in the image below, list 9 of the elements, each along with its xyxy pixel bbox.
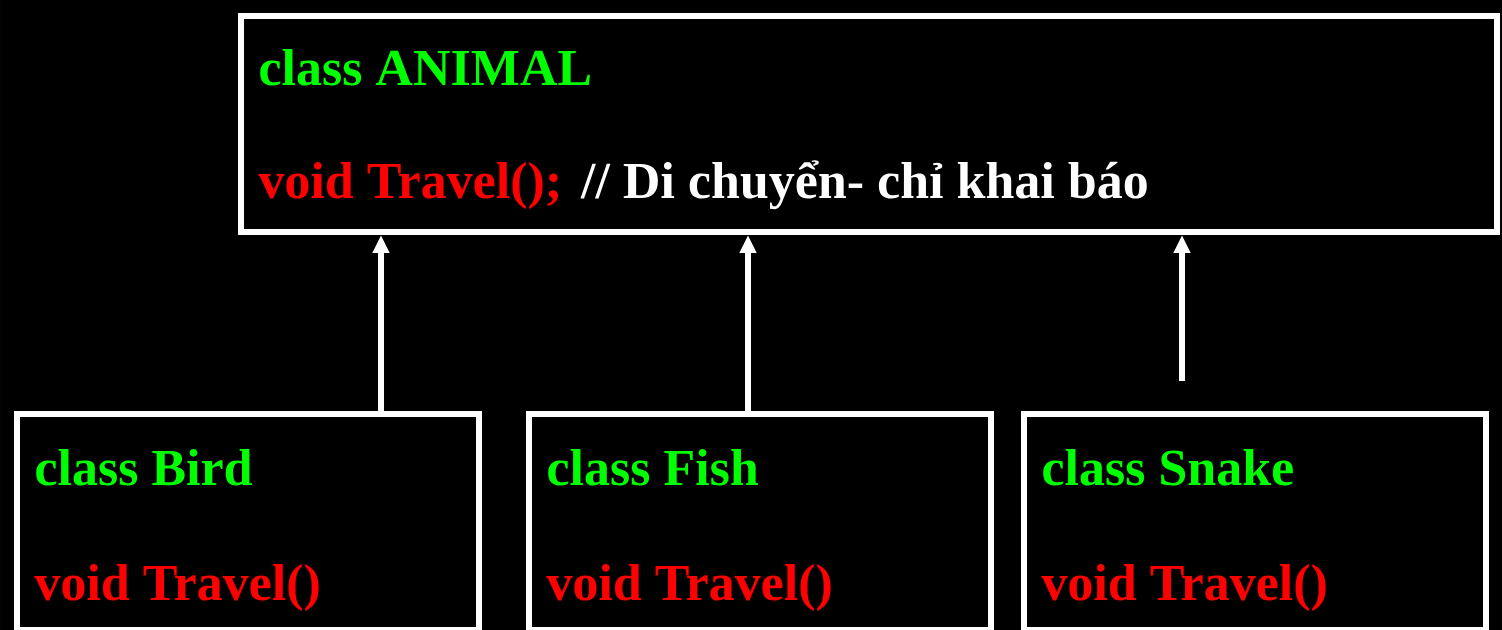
- code-comment: // Di chuyển- chỉ khai báo: [580, 160, 1147, 210]
- method-signature: void Travel(): [34, 563, 319, 612]
- class-name: class Fish: [548, 448, 758, 486]
- method-signature: void Travel(): [1041, 563, 1326, 612]
- class-name: class ANIMAL: [260, 48, 590, 86]
- method-signature: void Travel(): [546, 563, 831, 612]
- class-name: class Bird: [36, 448, 252, 486]
- method-signature: void Travel();: [258, 161, 558, 210]
- class-name: class Snake: [1043, 448, 1293, 486]
